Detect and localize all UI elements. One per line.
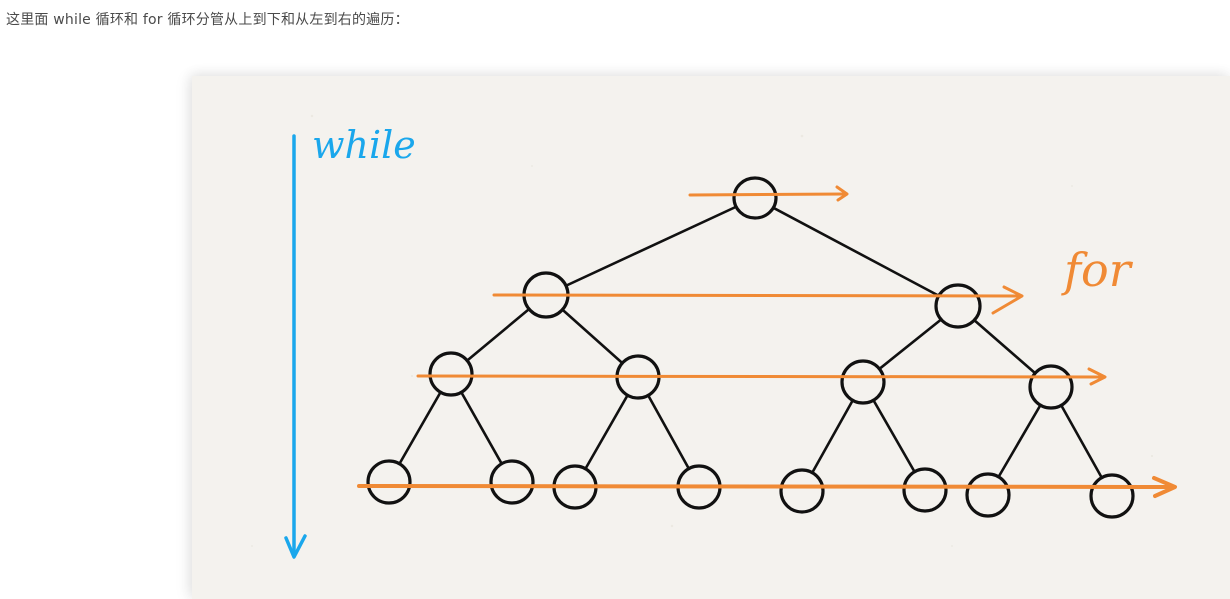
while-label: while [312,123,416,167]
diagram-figure: while [192,76,1230,599]
for-arrow-level-4 [357,476,1177,498]
tree-edges [387,196,1114,498]
tree-traversal-diagram: while [251,114,1177,559]
tree-node [489,459,535,505]
paper-texture [251,114,1154,547]
tree-node [1089,473,1135,519]
tree-node [934,283,982,329]
while-arrow [284,134,307,559]
tree-node [965,472,1011,518]
for-arrow-level-3 [416,367,1107,386]
tree-node [1028,364,1074,410]
tree-node [428,351,474,397]
for-arrows [357,185,1177,498]
tree-node [779,468,825,514]
tree-node [840,359,886,405]
for-arrow-level-2 [492,285,1024,315]
for-arrow-level-1 [688,185,849,202]
tree-node [366,459,412,505]
tree-node [902,467,948,513]
for-label: for [1061,243,1134,297]
tree-node [732,176,778,220]
caption-text: 这里面 while 循环和 for 循环分管从上到下和从左到右的遍历： [6,12,409,28]
